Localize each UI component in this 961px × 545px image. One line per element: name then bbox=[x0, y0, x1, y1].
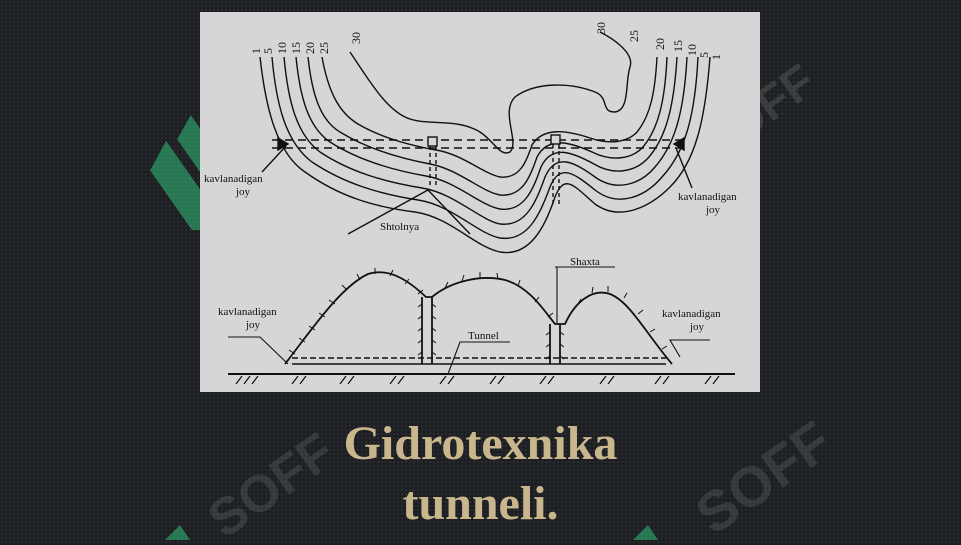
contour-line bbox=[259, 56, 711, 254]
contour-labels-right: 30 25 20 15 10 5 1 bbox=[594, 22, 723, 60]
contour-label: 25 bbox=[627, 30, 641, 42]
contour-line bbox=[321, 56, 658, 178]
contour-label: 1 bbox=[709, 54, 723, 60]
label-section-left-joy: joy bbox=[245, 319, 261, 331]
portal-marker bbox=[672, 136, 685, 152]
label-excavation-left: kavlanadigan bbox=[204, 173, 263, 185]
tunnel-diagram: 1 5 10 15 20 25 30 30 25 20 15 10 5 1 ka… bbox=[200, 12, 760, 392]
contour-label: 25 bbox=[317, 42, 331, 54]
leader-line bbox=[347, 189, 471, 235]
contour-label: 30 bbox=[349, 32, 363, 44]
contour-line bbox=[349, 31, 632, 154]
contour-line bbox=[271, 56, 699, 239]
ground-hatching bbox=[235, 375, 720, 385]
contour-line bbox=[295, 56, 678, 210]
leader-line bbox=[675, 147, 693, 189]
contour-label: 10 bbox=[275, 42, 289, 54]
slide-title-line1: Gidrotexnika bbox=[343, 417, 618, 470]
contour-labels-left: 1 5 10 15 20 25 30 bbox=[249, 32, 363, 54]
contour-label: 10 bbox=[685, 44, 699, 56]
contour-label: 15 bbox=[671, 40, 685, 52]
contour-label: 5 bbox=[261, 48, 275, 54]
label-excavation-left-joy: joy bbox=[235, 186, 251, 198]
profile-hatching bbox=[288, 268, 668, 355]
plan-view bbox=[259, 31, 711, 254]
mountain-profile bbox=[284, 271, 673, 365]
contour-label: 20 bbox=[303, 42, 317, 54]
label-section-left: kavlanadigan bbox=[218, 306, 277, 318]
tunnel-diagram-svg: 1 5 10 15 20 25 30 30 25 20 15 10 5 1 ka… bbox=[204, 22, 737, 385]
label-excavation-right: kavlanadigan bbox=[678, 191, 737, 203]
section-view bbox=[228, 266, 735, 385]
label-shaxta: Shaxta bbox=[570, 256, 600, 268]
shaft-marker bbox=[550, 134, 561, 145]
leader-line bbox=[447, 341, 510, 375]
label-section-right-joy: joy bbox=[689, 321, 705, 333]
slide-title-line2: tunneli. bbox=[402, 477, 559, 530]
leader-line bbox=[669, 339, 710, 358]
label-section-right: kavlanadigan bbox=[662, 308, 721, 320]
contour-label: 1 bbox=[249, 48, 263, 54]
contour-line bbox=[283, 56, 688, 225]
label-excavation-right-joy: joy bbox=[705, 204, 721, 216]
contour-label: 15 bbox=[289, 42, 303, 54]
leader-line bbox=[261, 145, 287, 173]
slide-title: Gidrotexnika tunneli. bbox=[0, 414, 961, 534]
label-shtolnya: Shtolnya bbox=[380, 221, 419, 233]
contour-label: 20 bbox=[653, 38, 667, 50]
label-tunnel: Tunnel bbox=[468, 330, 499, 342]
contour-label: 30 bbox=[594, 22, 608, 34]
leader-line bbox=[228, 336, 289, 365]
shaft-hatching bbox=[417, 303, 565, 360]
portal-marker bbox=[277, 136, 290, 152]
shaft-marker bbox=[427, 136, 438, 147]
contour-label: 5 bbox=[697, 52, 711, 58]
